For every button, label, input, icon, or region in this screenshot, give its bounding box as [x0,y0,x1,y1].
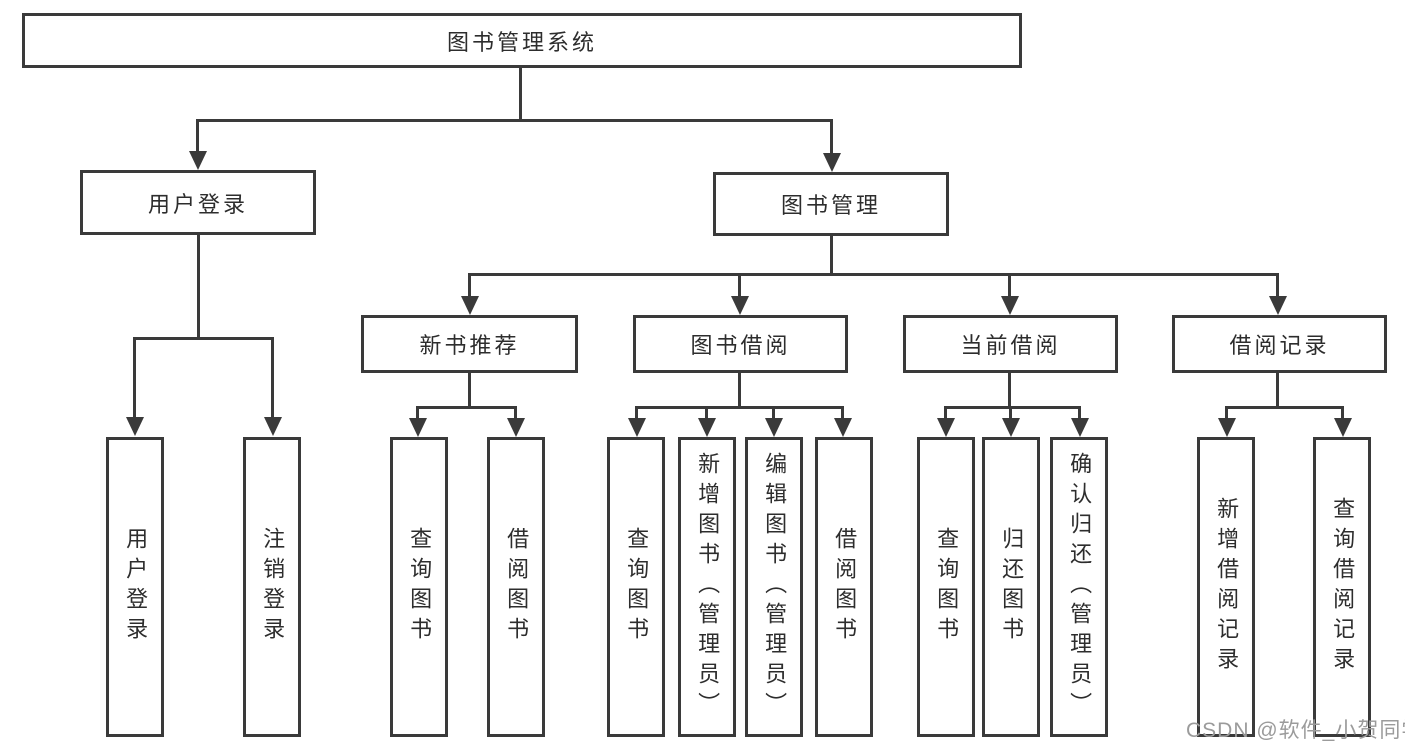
arrow-down-icon [1269,296,1287,315]
connector-line [1225,406,1228,419]
connector-line [705,406,708,419]
arrow-down-icon [834,418,852,437]
connector-line [830,236,833,276]
node-borrow-records-label: 借阅记录 [1229,333,1330,358]
connector-line [944,406,947,419]
leaf-borrow-query-label: 查询图书 [624,527,650,647]
connector-line [1008,373,1011,409]
leaf-current-query: 查询图书 [917,437,975,737]
node-user-login: 用户登录 [80,170,316,235]
leaf-newbook-borrow: 借阅图书 [487,437,545,737]
arrow-down-icon [1071,418,1089,437]
arrow-down-icon [937,418,955,437]
connector-line [519,68,522,121]
connector-line [468,373,471,409]
connector-line [196,119,199,152]
node-book-borrow-label: 图书借阅 [690,333,791,358]
connector-line [416,406,517,409]
watermark: CSDN @软件_小贺同学 [1186,719,1405,742]
arrow-down-icon [264,417,282,436]
arrow-down-icon [731,296,749,315]
connector-line [514,406,517,419]
connector-line [772,406,775,419]
connector-line [944,406,1081,409]
leaf-newbook-borrow-label: 借阅图书 [504,527,530,647]
leaf-user-login-label: 用户登录 [123,527,149,647]
arrow-down-icon [698,418,716,437]
arrow-down-icon [1334,418,1352,437]
leaf-confirm-return-admin: 确认归还（管理员） [1050,437,1108,737]
leaf-borrow-edit-admin: 编辑图书（管理员） [745,437,803,737]
connector-line [635,406,844,409]
arrow-down-icon [409,418,427,437]
node-new-book-recommend-label: 新书推荐 [419,333,520,358]
connector-line [133,337,274,340]
connector-line [1276,273,1279,298]
arrow-down-icon [1002,418,1020,437]
node-current-borrow: 当前借阅 [903,315,1118,373]
arrow-down-icon [461,296,479,315]
arrow-down-icon [628,418,646,437]
node-root: 图书管理系统 [22,13,1022,68]
leaf-newbook-query-label: 查询图书 [407,527,433,647]
arrow-down-icon [507,418,525,437]
leaf-current-query-label: 查询图书 [934,527,960,647]
arrow-down-icon [126,417,144,436]
connector-line [1008,273,1011,298]
node-new-book-recommend: 新书推荐 [361,315,578,373]
connector-line [468,273,471,298]
node-root-label: 图书管理系统 [446,29,597,55]
connector-line [830,119,833,154]
leaf-borrow-query: 查询图书 [607,437,665,737]
connector-line [1225,406,1344,409]
arrow-down-icon [1218,418,1236,437]
node-borrow-records: 借阅记录 [1172,315,1387,373]
leaf-return-book-label: 归还图书 [999,527,1025,647]
connector-line [738,273,741,298]
leaf-borrow-book: 借阅图书 [815,437,873,737]
leaf-borrow-book-label: 借阅图书 [832,527,858,647]
connector-line [738,373,741,409]
node-book-management-label: 图书管理 [780,193,881,218]
connector-line [196,119,833,122]
connector-line [468,273,1279,276]
connector-line [1276,373,1279,409]
node-current-borrow-label: 当前借阅 [960,333,1061,358]
connector-line [1009,406,1012,419]
leaf-borrow-add-admin: 新增图书（管理员） [678,437,736,737]
connector-line [841,406,844,419]
connector-line [1078,406,1081,419]
leaf-borrow-add-admin-label: 新增图书（管理员） [695,452,721,722]
node-book-management: 图书管理 [713,172,949,236]
node-book-borrow: 图书借阅 [633,315,848,373]
leaf-user-login: 用户登录 [106,437,164,737]
connector-line [197,235,200,340]
leaf-logout-label: 注销登录 [260,527,286,647]
arrow-down-icon [823,153,841,172]
node-user-login-label: 用户登录 [147,191,248,217]
leaf-logout: 注销登录 [243,437,301,737]
leaf-record-add-label: 新增借阅记录 [1214,497,1240,677]
leaf-record-query-label: 查询借阅记录 [1330,497,1356,677]
leaf-confirm-return-admin-label: 确认归还（管理员） [1067,452,1093,722]
connector-line [133,337,136,418]
leaf-return-book: 归还图书 [982,437,1040,737]
connector-line [635,406,638,419]
arrow-down-icon [1001,296,1019,315]
leaf-newbook-query: 查询图书 [390,437,448,737]
arrow-down-icon [765,418,783,437]
leaf-record-add: 新增借阅记录 [1197,437,1255,737]
connector-line [271,337,274,418]
leaf-record-query: 查询借阅记录 [1313,437,1371,737]
connector-line [416,406,419,419]
connector-line [1341,406,1344,419]
leaf-borrow-edit-admin-label: 编辑图书（管理员） [762,452,788,722]
arrow-down-icon [189,151,207,170]
